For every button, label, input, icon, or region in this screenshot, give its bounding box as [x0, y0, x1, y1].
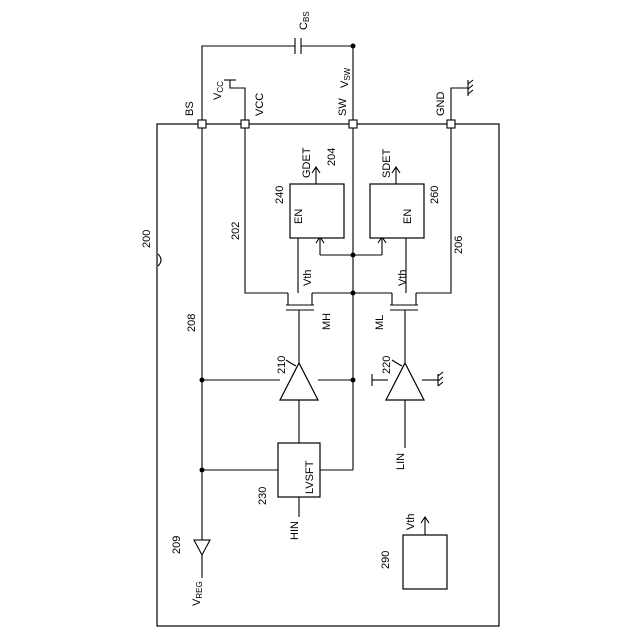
label-gnd: GND: [435, 92, 447, 117]
ref-208: 208: [186, 314, 198, 332]
label-vsw: VSW: [339, 67, 352, 88]
label-mh: MH: [321, 313, 333, 330]
sdet-name: SDET: [381, 148, 393, 178]
lvsft-name: LVSFT: [304, 460, 316, 494]
label-hin: HIN: [289, 521, 301, 540]
ref-202: 202: [230, 222, 242, 240]
ref-204: 204: [326, 148, 338, 166]
label-ml: ML: [374, 315, 386, 330]
sdet-vth: Vth: [397, 269, 409, 286]
ref-240: 240: [274, 186, 286, 204]
vth-source-block: [403, 535, 447, 589]
ref-206: 206: [453, 236, 465, 254]
ref-209: 209: [171, 536, 183, 554]
ref-220: 220: [381, 356, 393, 374]
label-sw: SW: [337, 98, 349, 116]
ref-210: 210: [276, 356, 288, 374]
gdet-en: EN: [293, 209, 305, 224]
terminal-vcc: [241, 120, 249, 128]
label-lin: LIN: [395, 453, 407, 470]
ref-200: 200: [141, 230, 153, 248]
vcc-wire: [230, 80, 245, 124]
terminal-gnd: [447, 120, 455, 128]
sdet-en: EN: [402, 209, 414, 224]
gnd-wire: [451, 88, 468, 124]
gdet-name: GDET: [301, 147, 313, 178]
label-vcc: VCC: [254, 93, 266, 116]
terminal-bs: [198, 120, 206, 128]
vsw-node-dot: [351, 44, 356, 49]
label-bs: BS: [184, 101, 196, 116]
ref-290: 290: [380, 551, 392, 569]
vth-source-output: Vth: [405, 513, 417, 530]
ref-230: 230: [257, 487, 269, 505]
label-cbs: CBS: [298, 11, 311, 30]
label-vcc-supply: VCC: [212, 81, 225, 100]
ref-260: 260: [429, 186, 441, 204]
terminal-sw: [349, 120, 357, 128]
gdet-vth: Vth: [302, 269, 314, 286]
sdet-block: [370, 184, 424, 238]
